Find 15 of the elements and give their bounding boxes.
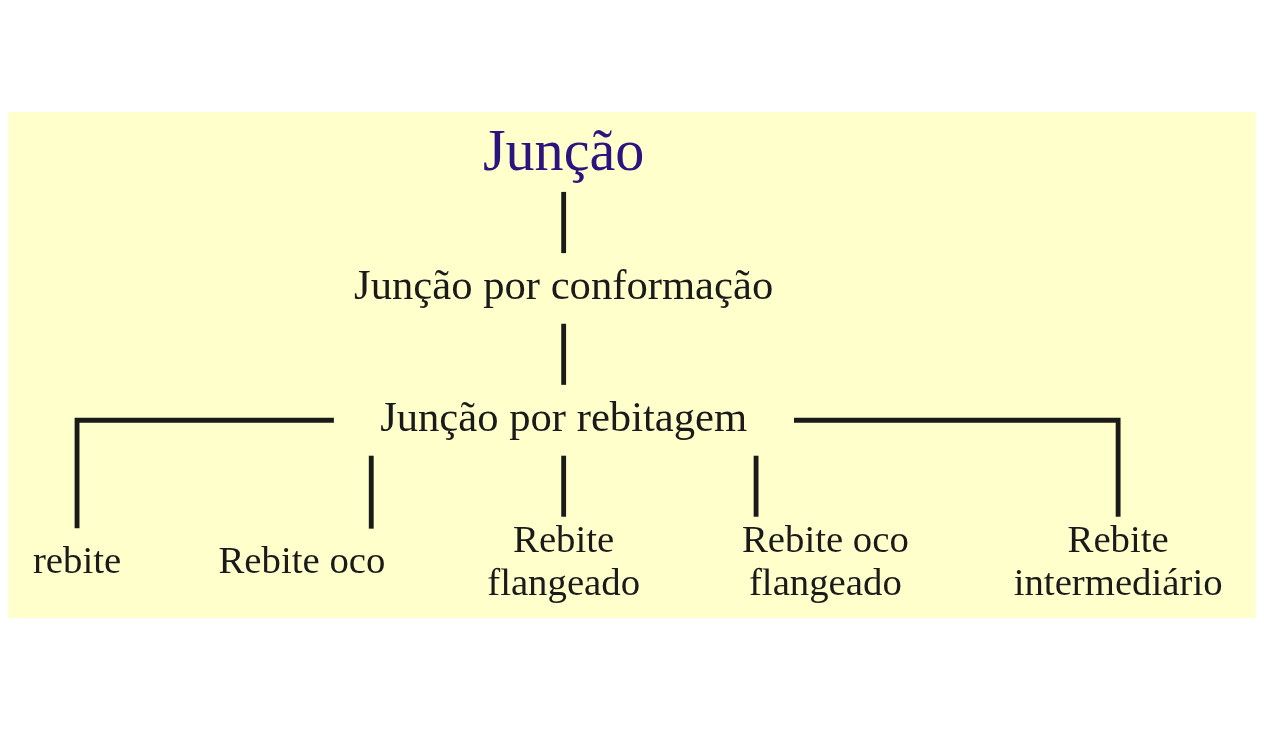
node-text: rebite <box>32 537 122 581</box>
node-text: Rebite flangeado <box>487 516 641 603</box>
connector <box>368 455 374 529</box>
node-text: Junção por rebitagem <box>380 392 748 440</box>
node-text: Junção por conformação <box>354 260 774 308</box>
node-text: Junção <box>482 117 645 183</box>
connector <box>561 191 567 253</box>
connector <box>753 455 759 517</box>
node-text: Rebite oco flangeado <box>741 516 909 603</box>
connector <box>794 417 1121 517</box>
connector <box>74 417 334 528</box>
node-text: Rebite oco <box>218 537 386 581</box>
connector <box>561 323 567 385</box>
node-text: Rebite intermediário <box>1013 516 1223 603</box>
connector <box>561 455 567 517</box>
